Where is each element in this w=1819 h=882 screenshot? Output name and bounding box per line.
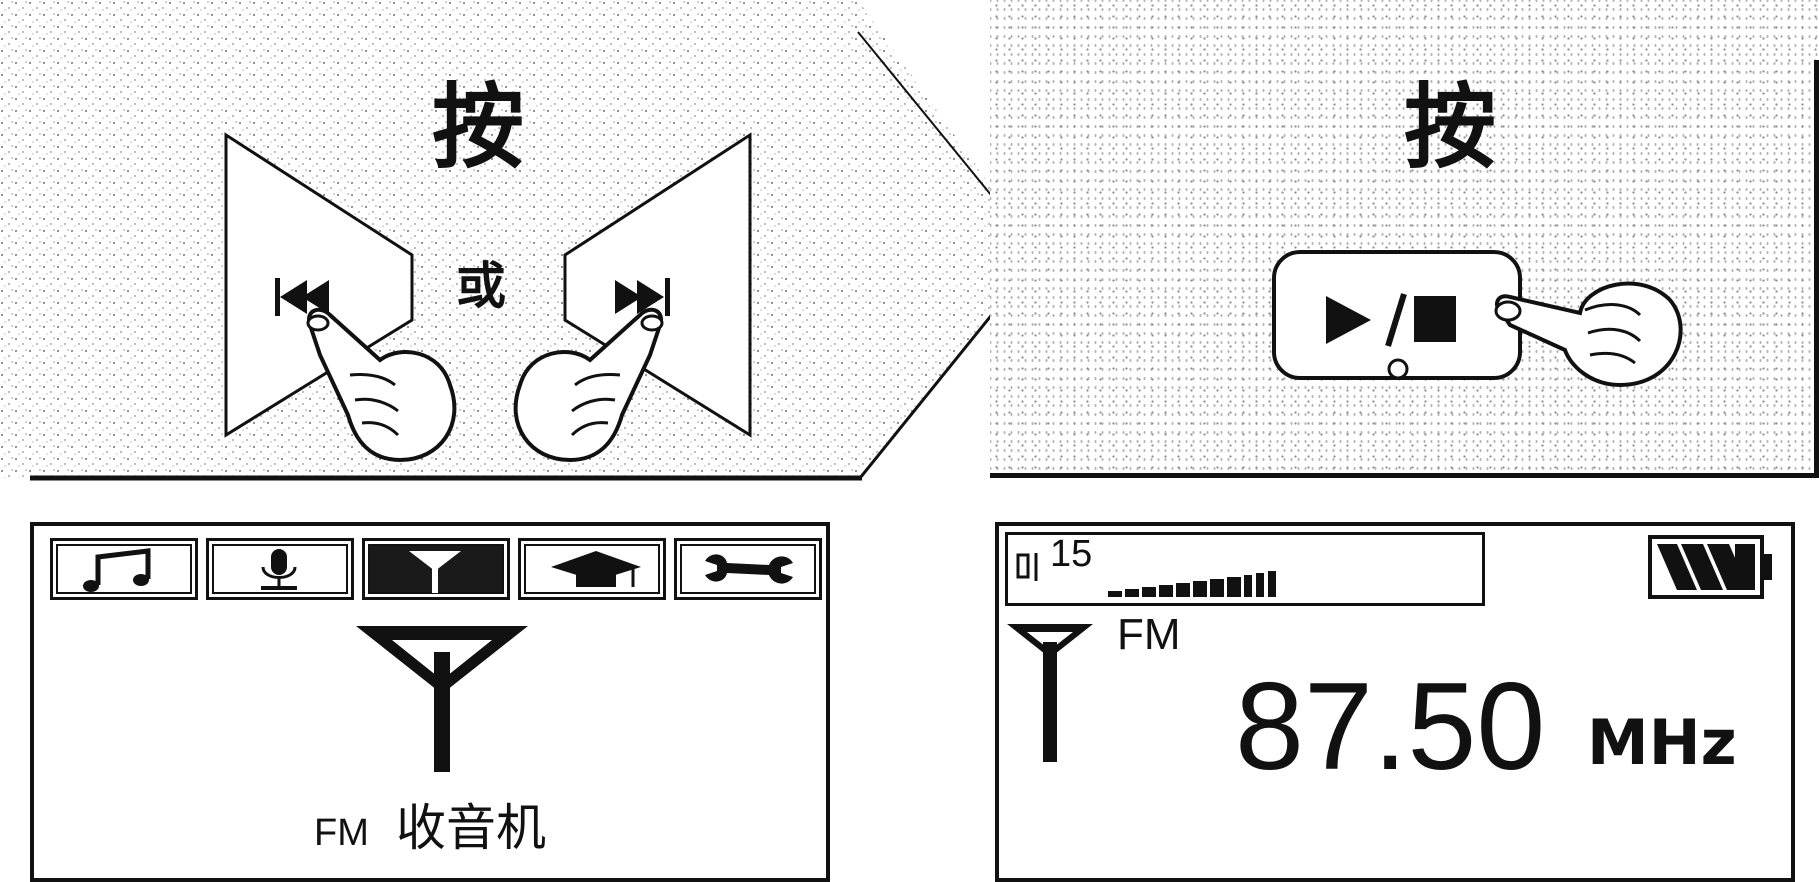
tab-radio[interactable]: [362, 538, 510, 600]
tab-recorder[interactable]: [206, 538, 354, 600]
frequency-value: 87.50: [1235, 658, 1546, 796]
hand-pointer-icon: [306, 307, 457, 463]
microphone-icon: [261, 549, 297, 590]
antenna-icon: [1007, 624, 1093, 762]
play-stop-icon: [1326, 293, 1456, 380]
menu-caption: FM 收音机: [34, 788, 826, 860]
wrench-icon: [705, 554, 793, 584]
hand-pointer-icon: [513, 307, 664, 463]
volume-indicator: 15: [1005, 532, 1485, 606]
menu-caption-text: 收音机: [395, 799, 546, 857]
step1-press-label: 按: [432, 74, 525, 181]
menu-caption-band: FM: [314, 812, 369, 854]
step1-panel: 按 或: [0, 0, 1042, 482]
play-stop-button[interactable]: [1272, 250, 1522, 380]
antenna-large-icon: [356, 626, 528, 772]
music-note-icon: [83, 548, 151, 592]
tab-settings[interactable]: [674, 538, 822, 600]
speaker-icon: [1016, 553, 1038, 581]
or-label: 或: [456, 257, 506, 315]
hand-pointer-icon: [1494, 281, 1683, 388]
frequency-unit: MHz: [1587, 706, 1737, 779]
band-label: FM: [1117, 610, 1181, 659]
skip-forward-icon: [563, 132, 752, 438]
battery-icon: [1648, 535, 1772, 599]
tab-music[interactable]: [50, 538, 198, 600]
graduation-cap-icon: [551, 551, 641, 587]
volume-value: 15: [1050, 533, 1093, 575]
skip-back-button[interactable]: [222, 130, 422, 440]
antenna-icon: [409, 551, 461, 593]
skip-back-icon: [224, 132, 414, 438]
volume-bars: [1108, 571, 1276, 597]
menu-screen: FM 收音机: [30, 522, 830, 882]
tab-study[interactable]: [518, 538, 666, 600]
skip-forward-button[interactable]: [555, 130, 755, 440]
step2-panel: 按: [990, 0, 1819, 478]
radio-screen: 15 FM 87.50 MHz: [995, 522, 1795, 882]
step2-press-label: 按: [1404, 74, 1497, 181]
